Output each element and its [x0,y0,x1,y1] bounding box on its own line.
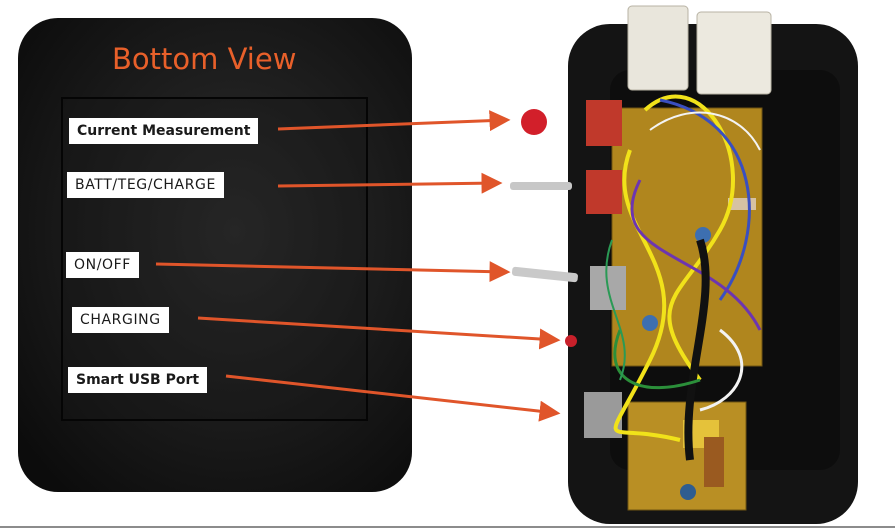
enclosure-open [510,5,858,524]
label-current-measurement: Current Measurement [69,118,259,144]
label-smart-usb-port: Smart USB Port [68,367,208,393]
title-bottom-view: Bottom View [112,42,297,76]
arrow-usb-port [225,374,561,422]
arrow-charging [197,316,561,350]
label-batt-teg-charge: BATT/TEG/CHARGE [67,172,224,198]
label-on-off: ON/OFF [66,252,139,278]
arrow-batt-teg-charge [277,172,503,194]
callout-arrows [155,110,561,422]
arrow-on-off [155,261,511,283]
bottom-divider [0,526,895,528]
label-charging: CHARGING [72,307,169,333]
arrow-current-measurement [277,110,511,132]
